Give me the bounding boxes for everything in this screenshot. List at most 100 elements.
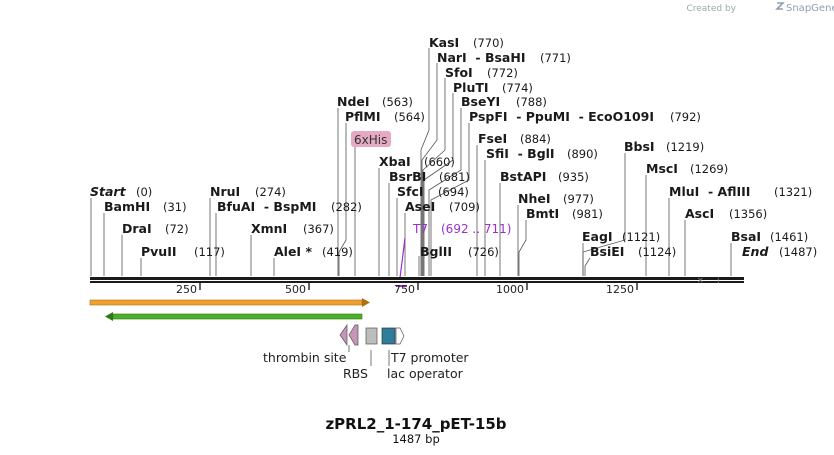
ruler-label: 250 <box>176 283 197 296</box>
ruler-label: 750 <box>394 283 415 296</box>
orf-forward-arrow-icon <box>362 298 370 307</box>
site-name: SfcI <box>397 184 424 199</box>
site-name: PspFI - PpuMI - EcoO109I <box>469 109 654 124</box>
his-tag-label: 6xHis <box>354 133 387 147</box>
thrombin-site-icon[interactable] <box>348 324 359 346</box>
t7-promoter-label: T7 promoter <box>390 350 469 365</box>
site-position: (709) <box>449 200 480 214</box>
site-kasi[interactable]: KasI (770) <box>429 35 504 50</box>
site-eagi[interactable]: EagI(1121) <box>582 229 660 244</box>
site-name: BglII <box>420 244 452 259</box>
site-bamhi[interactable]: BamHI(31) <box>104 199 187 214</box>
site-alei[interactable]: AleI *(419) <box>274 244 353 259</box>
site-position: (981) <box>572 207 603 221</box>
site-position: (774) <box>502 81 533 95</box>
site-position: (1487) <box>779 245 817 259</box>
site-bseyi[interactable]: BseYI(788) <box>461 94 547 109</box>
rbs-label: RBS <box>343 366 368 381</box>
plasmid-backbone: ✕ ⁞ <box>90 276 744 285</box>
site-drai[interactable]: DraI(72) <box>122 221 189 236</box>
site-name: Start <box>90 184 127 199</box>
site-asei[interactable]: AseI (709) <box>405 199 480 214</box>
thrombin-label: thrombin site <box>263 350 347 365</box>
t7-promoter-icon[interactable] <box>395 327 405 345</box>
site-name: KasI <box>429 35 459 50</box>
site-msci[interactable]: MscI(1269) <box>646 161 728 176</box>
site-bsiei[interactable]: BsiEI(1124) <box>590 244 676 259</box>
site-name: End <box>742 244 769 259</box>
map-length: 1487 bp <box>392 432 440 446</box>
site-bbsi[interactable]: BbsI(1219) <box>624 139 704 154</box>
site-mlui-afliii[interactable]: MluI - AflIII(1321) <box>669 184 812 199</box>
site-position: (770) <box>473 36 504 50</box>
site-position: (726) <box>468 245 499 259</box>
site-position: (419) <box>322 245 353 259</box>
site-position: (681) <box>439 170 470 184</box>
site-sfci[interactable]: SfcI(694) <box>397 184 469 199</box>
site-name: PvuII <box>141 244 177 259</box>
site-position: (890) <box>567 147 598 161</box>
site-position: (1124) <box>638 245 676 259</box>
site-bfuai-bspmi[interactable]: BfuAI - BspMI(282) <box>217 199 362 214</box>
site-name: BsrBI <box>389 169 426 184</box>
map-title: zPRL2_1-174_pET-15b <box>325 415 506 433</box>
site-nrui[interactable]: NruI(274) <box>210 184 286 199</box>
site-sfii-bgli[interactable]: SfiI - BglI(890) <box>486 146 598 161</box>
site-pflmi[interactable]: PflMI (564) <box>345 109 425 124</box>
thrombin-site-icon[interactable] <box>339 323 348 347</box>
site-name: AseI <box>405 199 435 214</box>
site-bglii[interactable]: BglII (726) <box>420 244 499 259</box>
rbs-icon[interactable] <box>365 327 378 345</box>
site-sfoi[interactable]: SfoI(772) <box>445 65 518 80</box>
orf-reverse[interactable] <box>105 312 363 321</box>
site-position: (792) <box>670 110 701 124</box>
site-position: (977) <box>563 192 594 206</box>
backbone-top-strand <box>90 277 744 280</box>
snapgene-logo-icon <box>775 2 785 10</box>
site-name: FseI <box>478 131 507 146</box>
site-ndei[interactable]: NdeI(563) <box>337 94 413 109</box>
site-fsei[interactable]: FseI (884) <box>478 131 551 146</box>
lac-operator-label: lac operator <box>387 366 464 381</box>
ruler-label: 1250 <box>606 283 634 296</box>
site-bmti[interactable]: BmtI (981) <box>526 206 603 221</box>
site-nhei[interactable]: NheI(977) <box>518 191 594 206</box>
site-bsrbi[interactable]: BsrBI (681) <box>389 169 470 184</box>
site-xbai[interactable]: XbaI (660) <box>379 154 455 169</box>
ruler: 250 500 750 1000 1250 <box>176 283 638 296</box>
site-position: (0) <box>136 185 152 199</box>
site-name: BmtI <box>526 206 559 221</box>
t7-primer[interactable]: T7 (692 .. 711) <box>396 222 511 287</box>
site-position: (884) <box>520 132 551 146</box>
site-pvuii[interactable]: PvuII(117) <box>141 244 225 259</box>
features: thrombin site RBS T7 promoter lac operat… <box>263 323 469 381</box>
ruler-label: 1000 <box>496 283 524 296</box>
site-end[interactable]: End (1487) <box>742 244 817 259</box>
site-position: (564) <box>394 110 425 124</box>
site-position: (935) <box>558 170 589 184</box>
site-name: PflMI <box>345 109 381 124</box>
site-pspfi-ppumi-ecoo109i[interactable]: PspFI - PpuMI - EcoO109I (792) <box>469 109 701 124</box>
site-start[interactable]: Start (0) <box>90 184 152 199</box>
site-asci[interactable]: AscI(1356) <box>685 206 767 221</box>
his-tag[interactable]: 6xHis <box>351 131 391 147</box>
site-bstapi[interactable]: BstAPI(935) <box>500 169 589 184</box>
site-name: BamHI <box>104 199 150 214</box>
site-name: NdeI <box>337 94 370 109</box>
site-nari-bsahi[interactable]: NarI - BsaHI(771) <box>437 50 571 65</box>
site-bsai[interactable]: BsaI(1461) <box>731 229 808 244</box>
site-name: XbaI <box>379 154 411 169</box>
site-name: NruI <box>210 184 240 199</box>
site-xmni[interactable]: XmnI(367) <box>251 221 334 236</box>
site-pluti[interactable]: PluTI(774) <box>453 80 533 95</box>
site-position: (1356) <box>729 207 767 221</box>
site-name: SfoI <box>445 65 473 80</box>
orf-forward[interactable] <box>89 298 370 307</box>
break-mark-icon: ✕ <box>697 276 704 285</box>
site-name: BfuAI - BspMI <box>217 199 316 214</box>
site-name: MscI <box>646 161 678 176</box>
site-position: (660) <box>424 155 455 169</box>
site-name: BsaI <box>731 229 761 244</box>
lac-operator-icon[interactable] <box>381 327 396 345</box>
